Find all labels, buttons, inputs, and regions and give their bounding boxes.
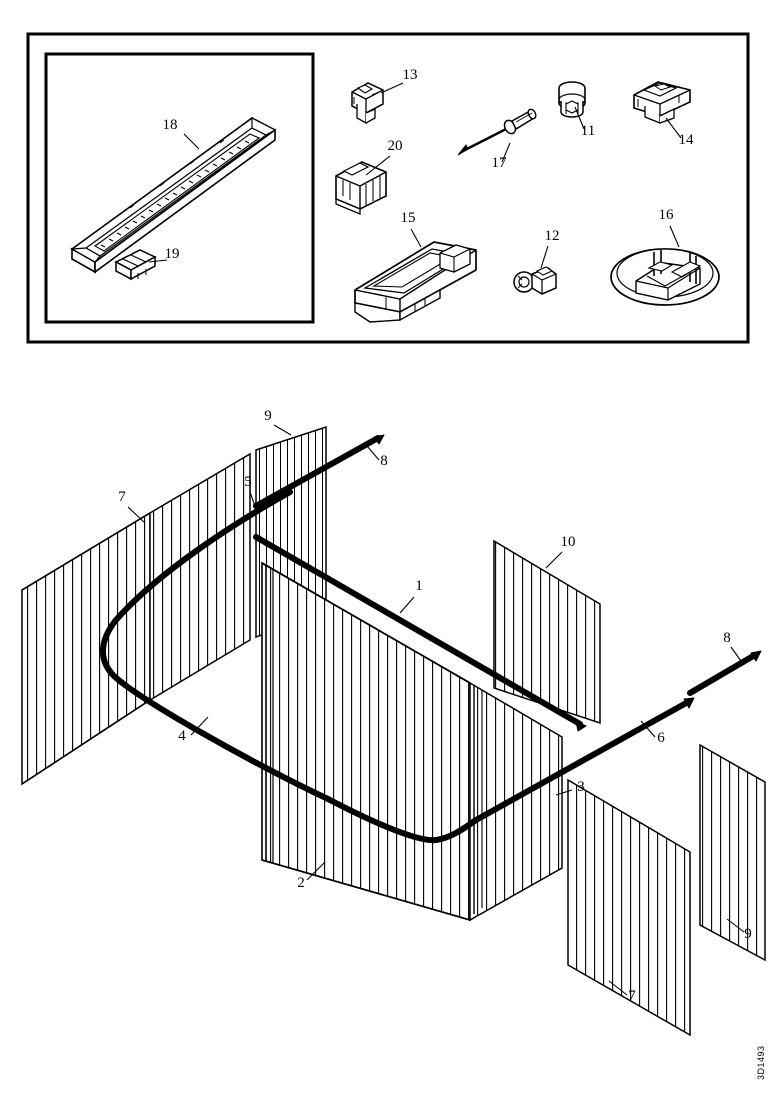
panel-center-front xyxy=(261,561,471,922)
parts-panel-group xyxy=(26,32,750,344)
panel-right-side xyxy=(567,778,691,1037)
callout-label-parts-18: 18 xyxy=(163,117,178,133)
callout-label-parts-11: 11 xyxy=(581,123,595,139)
callout-label-parts-17: 17 xyxy=(492,155,508,171)
callout-label-parts-20: 20 xyxy=(388,138,403,154)
callout-label-assembly-8: 8 xyxy=(380,453,388,469)
callout-label-assembly-8b: 8 xyxy=(723,630,731,646)
panel-far-right xyxy=(699,743,766,962)
callout-label-assembly-7: 7 xyxy=(118,489,126,505)
part-17-rivet-pin xyxy=(457,108,537,156)
callout-label-parts-16: 16 xyxy=(659,207,675,223)
leader-lines xyxy=(127,82,745,996)
panel-right-of-center xyxy=(469,681,563,922)
callout-label-assembly-6: 6 xyxy=(657,730,665,746)
part-19-clip xyxy=(114,249,157,281)
part-20-connector-block xyxy=(335,161,387,215)
callout-label-assembly-9b: 9 xyxy=(744,926,752,942)
part-18-long-rail xyxy=(69,117,277,274)
panel-inner-divider xyxy=(493,539,601,725)
rail-upper-1 xyxy=(253,534,583,727)
parts-panel-outer-frame xyxy=(26,32,750,344)
assembly-group xyxy=(21,82,766,1037)
part-11-grommet xyxy=(558,81,586,118)
part-16-disc-mount xyxy=(610,248,720,306)
part-14-retainer-clip xyxy=(633,81,691,124)
callout-label-parts-19: 19 xyxy=(165,246,180,262)
part-15-housing-tray xyxy=(354,241,477,323)
part-13-bracket-clip xyxy=(351,82,384,125)
callout-label-assembly-2: 2 xyxy=(297,875,305,891)
callout-label-parts-13: 13 xyxy=(403,67,418,83)
watermark-text: 3D1493 xyxy=(756,1045,766,1080)
callout-label-assembly-4: 4 xyxy=(178,728,186,744)
rail-lower-4-6 xyxy=(327,699,691,844)
parts-panel-inner-frame xyxy=(44,52,315,324)
callout-label-parts-12: 12 xyxy=(545,228,560,244)
panel-rear-upper xyxy=(149,452,251,702)
rail-segment-8-upper xyxy=(253,435,381,509)
callout-label-assembly-1: 1 xyxy=(415,578,423,594)
callout-label-assembly-9: 9 xyxy=(264,408,272,424)
part-12-small-fastener xyxy=(513,266,557,295)
watermark-group: 3D1493 xyxy=(756,1045,766,1080)
callout-label-parts-15: 15 xyxy=(401,210,416,226)
callout-label-assembly-3: 3 xyxy=(577,779,585,795)
rail-segment-8-right xyxy=(687,652,758,696)
trim-rails-group xyxy=(99,434,762,844)
callout-label-assembly-5: 5 xyxy=(244,474,252,490)
callout-label-assembly-10: 10 xyxy=(561,534,576,550)
callout-label-assembly-7b: 7 xyxy=(628,988,636,1004)
callout-label-parts-14: 14 xyxy=(679,132,695,148)
rail-main-left-loop xyxy=(99,489,333,803)
